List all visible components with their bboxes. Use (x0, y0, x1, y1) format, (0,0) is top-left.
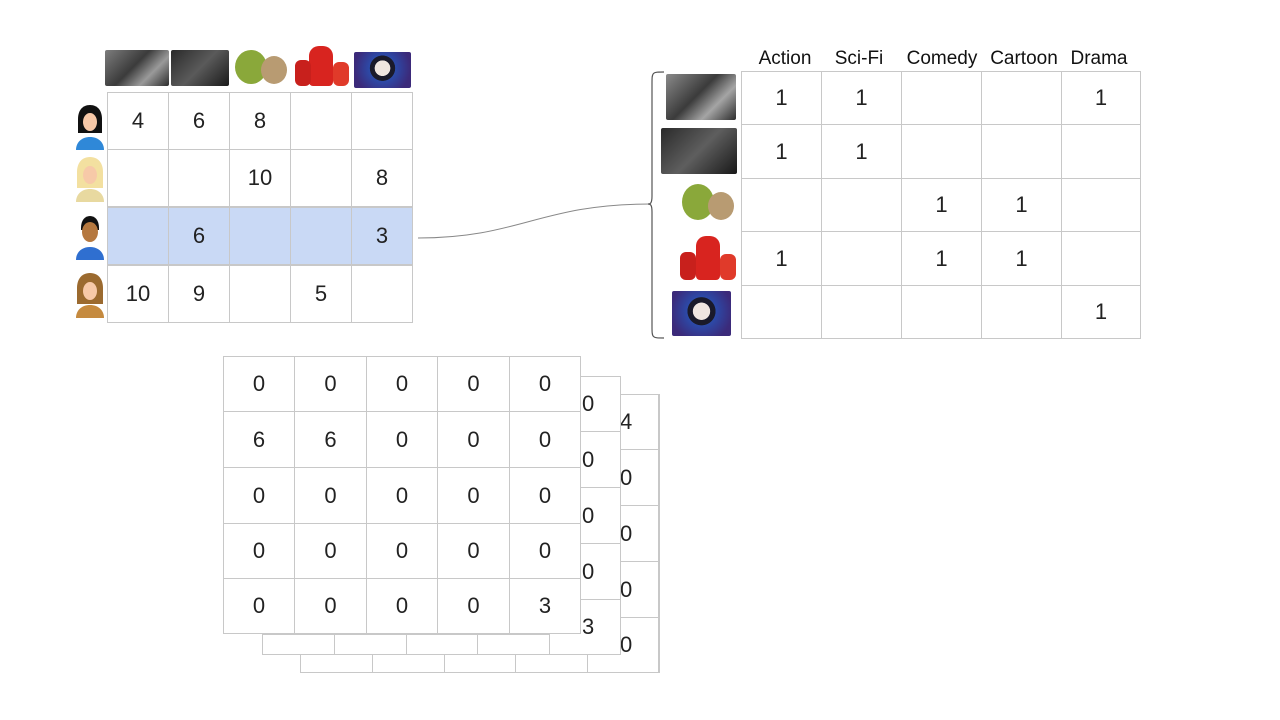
rating-cell (229, 265, 291, 323)
rating-cell (351, 265, 413, 323)
layer-cell: 0 (509, 467, 581, 524)
genre-cell: 1 (741, 124, 822, 179)
movie-poster-drama (672, 291, 731, 336)
layer-cell: 0 (509, 356, 581, 412)
rating-cell-highlighted: 6 (168, 207, 230, 265)
rating-cell (290, 92, 352, 150)
genre-header: Action (758, 48, 812, 69)
genre-cell: 1 (821, 124, 902, 179)
user-avatar-icon (72, 270, 108, 318)
movie-poster-star-wars (666, 74, 736, 120)
genre-cell: 1 (1061, 71, 1141, 125)
genre-cell (821, 285, 902, 339)
rating-cell: 4 (107, 92, 169, 150)
movie-poster-dark-knight (171, 50, 229, 86)
movie-poster-incredibles (291, 44, 353, 88)
genre-cell: 1 (741, 71, 822, 125)
genre-cell (981, 71, 1062, 125)
rating-cell: 8 (351, 149, 413, 207)
layer-cell: 0 (366, 523, 438, 579)
layer-cell: 3 (509, 578, 581, 634)
user-avatar-icon (72, 212, 108, 260)
genre-cell: 1 (981, 231, 1062, 286)
layer-cell: 6 (294, 411, 367, 468)
genre-cell: 1 (741, 231, 822, 286)
user-avatar-icon (72, 154, 108, 202)
rating-cell (290, 149, 352, 207)
rating-cell-highlighted (107, 207, 169, 265)
rating-cell-highlighted: 3 (351, 207, 413, 265)
layer-cell: 0 (366, 578, 438, 634)
genre-matrix: 1 1 1 1 1 1 1 1 1 1 1 (741, 71, 1141, 339)
ratings-matrix: 4 6 8 10 8 6 3 10 9 5 (107, 92, 413, 323)
genre-cell (981, 124, 1062, 179)
movie-poster-star-wars (105, 50, 169, 86)
genre-cell (901, 71, 982, 125)
genre-cell: 1 (901, 178, 982, 232)
matrix-layer-front: 0 0 0 0 0 6 6 0 0 0 0 0 0 0 0 0 0 0 0 0 … (223, 356, 581, 634)
rating-cell: 5 (290, 265, 352, 323)
genre-cell (1061, 124, 1141, 179)
movie-poster-shrek (676, 180, 738, 226)
rating-cell-highlighted (229, 207, 291, 265)
layer-cell: 0 (223, 578, 295, 634)
movie-poster-shrek (229, 46, 291, 88)
genre-cell (741, 178, 822, 232)
genre-cell: 1 (1061, 285, 1141, 339)
rating-cell (351, 92, 413, 150)
layer-cell: 0 (509, 523, 581, 579)
layer-cell: 0 (509, 411, 581, 468)
layer-cell: 0 (366, 467, 438, 524)
user-avatar-icon (72, 102, 108, 150)
genre-cell: 1 (821, 71, 902, 125)
layer-cell: 0 (437, 356, 510, 412)
layer-cell: 0 (223, 356, 295, 412)
genre-cell (901, 285, 982, 339)
genre-cell (821, 178, 902, 232)
layer-cell: 0 (437, 467, 510, 524)
layer-cell: 0 (437, 578, 510, 634)
genre-cell: 1 (981, 178, 1062, 232)
movie-poster-drama (354, 52, 411, 88)
genre-cell (981, 285, 1062, 339)
genre-cell: 1 (901, 231, 982, 286)
genre-header: Comedy (906, 48, 978, 69)
layer-cell: 0 (366, 356, 438, 412)
movie-poster-dark-knight (661, 128, 737, 174)
layer-cell: 0 (294, 578, 367, 634)
layer-cell: 0 (294, 523, 367, 579)
layer-cell: 6 (223, 411, 295, 468)
genre-cell (741, 285, 822, 339)
layer-cell: 0 (223, 467, 295, 524)
layer-cell: 0 (223, 523, 295, 579)
genre-cell (1061, 178, 1141, 232)
layer-cell: 0 (294, 356, 367, 412)
rating-cell: 10 (229, 149, 291, 207)
layer-cell: 0 (437, 411, 510, 468)
genre-cell (821, 231, 902, 286)
layer-cell: 0 (294, 467, 367, 524)
genre-header: Sci-Fi (834, 48, 884, 69)
rating-cell (107, 149, 169, 207)
genre-header: Cartoon (990, 48, 1058, 69)
genre-header: Drama (1070, 48, 1128, 69)
rating-cell (168, 149, 230, 207)
genre-cell (1061, 231, 1141, 286)
rating-cell: 6 (168, 92, 230, 150)
rating-cell: 8 (229, 92, 291, 150)
rating-cell: 10 (107, 265, 169, 323)
rating-cell: 9 (168, 265, 230, 323)
rating-cell-highlighted (290, 207, 352, 265)
movie-poster-incredibles (676, 234, 738, 282)
layer-cell: 0 (366, 411, 438, 468)
genre-cell (901, 124, 982, 179)
layer-cell: 0 (437, 523, 510, 579)
